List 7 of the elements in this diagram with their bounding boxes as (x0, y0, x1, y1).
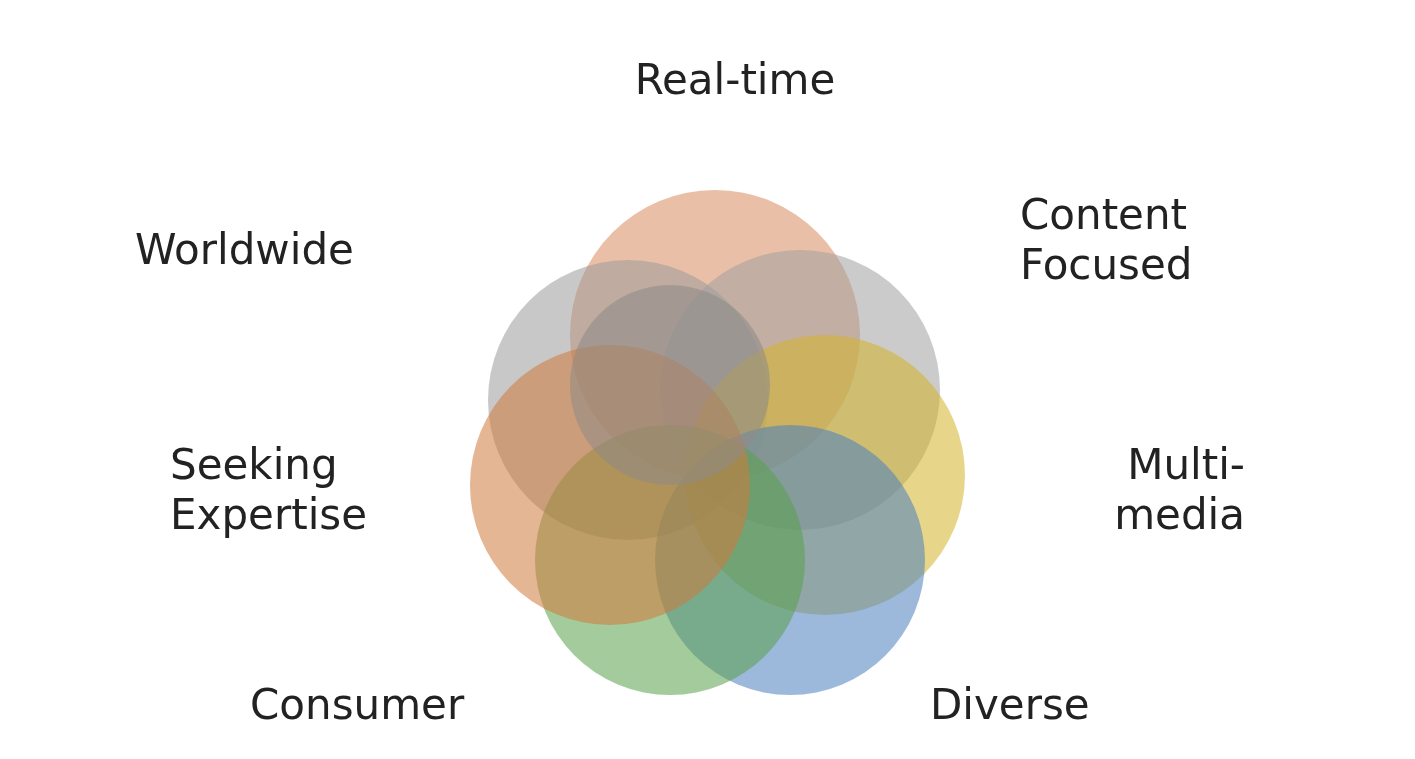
category-label: Content Focused (1020, 190, 1194, 291)
category-label: Seeking Expertise (170, 440, 369, 541)
category-label: Worldwide (135, 225, 355, 276)
category-label: Consumer (250, 680, 466, 731)
category-label: Diverse (930, 680, 1091, 731)
category-label: Multi-media (1113, 440, 1245, 541)
category-label: Real-time (633, 55, 837, 106)
